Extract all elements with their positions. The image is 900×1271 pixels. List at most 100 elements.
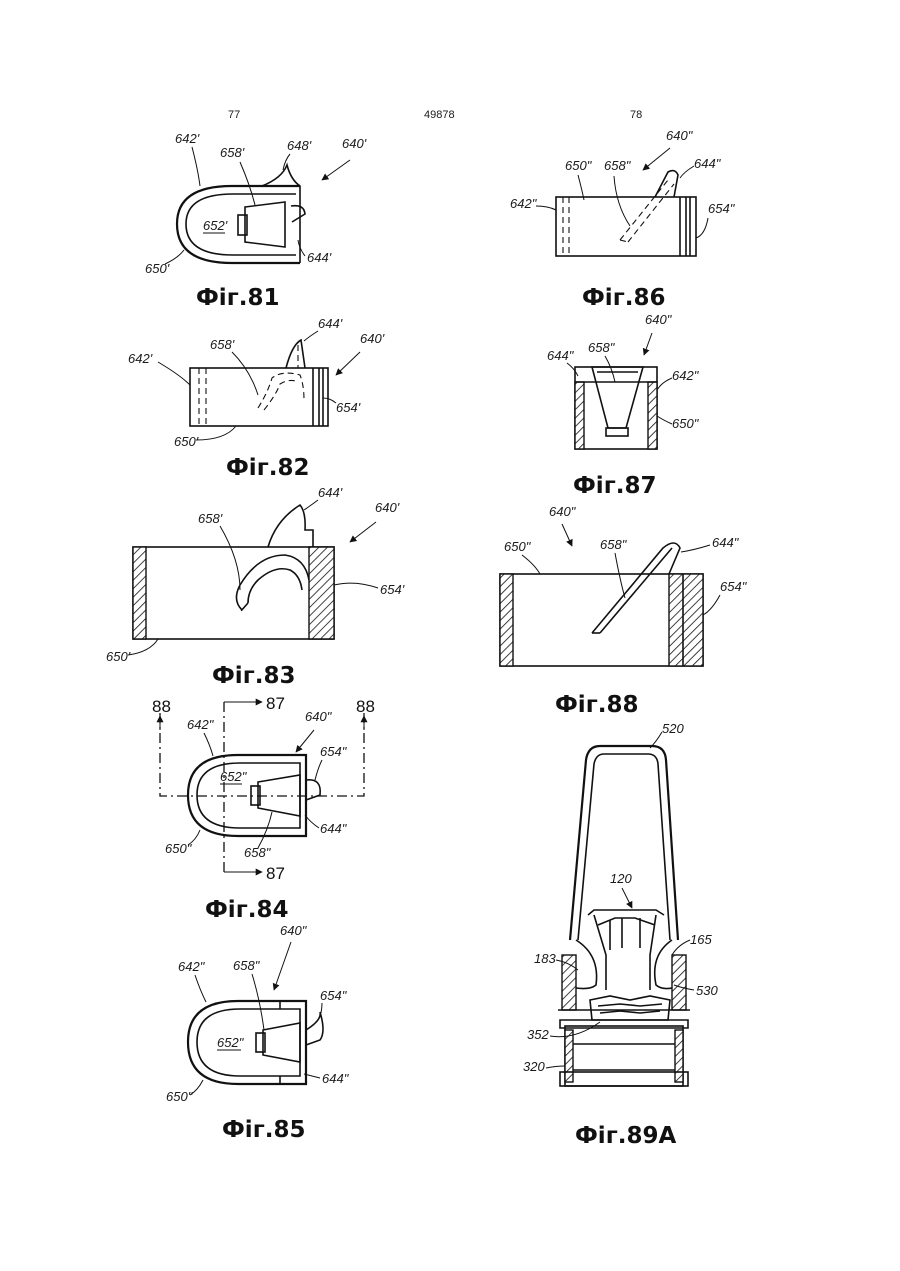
- fig81-tab: [291, 206, 305, 222]
- fig85-tab: [306, 1012, 323, 1045]
- fig82-label-642: 642': [128, 351, 153, 366]
- fig81-caption: Фіг.81: [196, 285, 279, 311]
- fig85-inner-shell: [197, 1009, 300, 1076]
- fig82-label-650: 650': [174, 434, 199, 449]
- fig85-caption: Фіг.85: [222, 1117, 305, 1143]
- fig89a-label-120: 120: [610, 871, 632, 886]
- figure-89a: 520 120 165 183 530 352 320 Фіг.89A: [523, 721, 718, 1149]
- fig83-wall-left: [133, 547, 146, 639]
- fig86-label-658: 658": [604, 158, 632, 173]
- fig82-flap-hidden: [258, 373, 304, 408]
- fig83-body: [133, 547, 334, 639]
- fig87-caption: Фіг.87: [573, 473, 656, 499]
- fig84-section-mark-88a: 88: [152, 697, 171, 716]
- figure-86: 640" 650" 658" 644" 642" 654" Фіг.86: [510, 128, 736, 311]
- fig87-wall-left: [575, 382, 584, 449]
- fig82-body: [190, 368, 328, 426]
- fig86-label-642: 642": [510, 196, 538, 211]
- fig83-flap-inner: [248, 569, 302, 603]
- fig84-label-652: 652": [220, 769, 248, 784]
- fig83-label-654: 654': [380, 582, 405, 597]
- fig89a-flange-right: [672, 955, 686, 1010]
- fig89a-label-165: 165: [690, 932, 712, 947]
- fig84-section-mark-87b: 87: [266, 864, 285, 883]
- fig81-label-642: 642': [175, 131, 200, 146]
- figure-81: 652' 642' 658' 648' 640' 650' 644' Фіг.8…: [145, 131, 367, 311]
- figure-84: 88 87 88 87 652" 642" 640" 654" 644" 650…: [152, 694, 375, 923]
- fig84-label-644: 644": [320, 821, 348, 836]
- fig87-wall-right: [648, 382, 657, 449]
- fig85-label-652: 652": [217, 1035, 245, 1050]
- fig88-wall-right: [669, 574, 703, 666]
- fig89a-flange-left: [562, 955, 576, 1010]
- fig88-label-650: 650": [504, 539, 532, 554]
- fig85-outer-shell: [188, 1001, 306, 1084]
- fig88-label-658: 658": [600, 537, 628, 552]
- fig83-label-650: 650': [106, 649, 131, 664]
- fig83-tab: [268, 505, 313, 547]
- fig85-label-658: 658": [233, 958, 261, 973]
- fig83-label-640: 640': [375, 500, 400, 515]
- fig85-label-644: 644": [322, 1071, 350, 1086]
- fig86-label-654: 654": [708, 201, 736, 216]
- figure-88: 640" 650" 658" 644" 654" Фіг.88: [500, 504, 748, 718]
- fig85-label-654: 654": [320, 988, 348, 1003]
- page-number-right: 78: [630, 109, 642, 121]
- fig89a-base: [565, 1026, 683, 1086]
- fig86-flap-hidden: [620, 180, 668, 240]
- fig89a-label-520: 520: [662, 721, 684, 736]
- fig88-label-640: 640": [549, 504, 577, 519]
- fig83-wall-right: [309, 547, 334, 639]
- fig85-flap: [263, 1023, 300, 1062]
- fig85-label-640: 640": [280, 923, 308, 938]
- fig89a-inner-top: [588, 910, 664, 915]
- fig82-caption: Фіг.82: [226, 455, 309, 481]
- fig84-label-650: 650": [165, 841, 193, 856]
- figure-85: 652" 640" 642" 658" 654" 644" 650" Фіг.8…: [166, 923, 350, 1143]
- fig87-flap: [592, 367, 643, 428]
- fig83-caption: Фіг.83: [212, 663, 295, 689]
- fig87-label-650: 650": [672, 416, 700, 431]
- figure-82: 642' 658' 644' 640' 654' 650' Фіг.82: [128, 316, 385, 481]
- fig81-label-648: 648': [287, 138, 312, 153]
- fig86-label-640: 640": [666, 128, 694, 143]
- fig86-caption: Фіг.86: [582, 285, 665, 311]
- fig82-label-654: 654': [336, 400, 361, 415]
- fig89a-label-320: 320: [523, 1059, 545, 1074]
- fig86-body: [556, 197, 696, 256]
- fig84-caption: Фіг.84: [205, 897, 288, 923]
- fig82-tab: [286, 340, 305, 368]
- fig84-section-mark-88b: 88: [356, 697, 375, 716]
- fig84-label-640: 640": [305, 709, 333, 724]
- fig87-label-658: 658": [588, 340, 616, 355]
- fig84-tab: [306, 780, 320, 800]
- fig84-section-mark-87a: 87: [266, 694, 285, 713]
- fig82-label-640: 640': [360, 331, 385, 346]
- fig81-lip: [262, 165, 300, 263]
- fig89a-side-right: [655, 940, 672, 989]
- fig81-label-644: 644': [307, 250, 332, 265]
- fig89a-caption: Фіг.89A: [575, 1123, 676, 1149]
- fig86-label-644: 644": [694, 156, 722, 171]
- fig87-label-644: 644": [547, 348, 575, 363]
- page-number-left: 77: [228, 109, 240, 121]
- fig81-label-640: 640': [342, 136, 367, 151]
- fig84-label-654: 654": [320, 744, 348, 759]
- fig81-label-652: 652': [203, 218, 228, 233]
- fig85-label-650: 650": [166, 1089, 194, 1104]
- figure-87: 640" 644" 658" 642" 650" Фіг.87: [547, 312, 700, 499]
- fig88-caption: Фіг.88: [555, 692, 638, 718]
- fig89a-label-183: 183: [534, 951, 556, 966]
- fig88-wall-left: [500, 574, 513, 666]
- fig83-label-658: 658': [198, 511, 223, 526]
- fig87-label-642: 642": [672, 368, 700, 383]
- page-header: 77 49878 78: [228, 109, 642, 121]
- fig86-label-650: 650": [565, 158, 593, 173]
- fig88-label-654: 654": [720, 579, 748, 594]
- fig87-label-640: 640": [645, 312, 673, 327]
- fig84-label-642: 642": [187, 717, 215, 732]
- fig88-flap: [592, 543, 680, 633]
- figure-83: 658' 644' 640' 654' 650' Фіг.83: [106, 485, 405, 689]
- fig81-label-658: 658': [220, 145, 245, 160]
